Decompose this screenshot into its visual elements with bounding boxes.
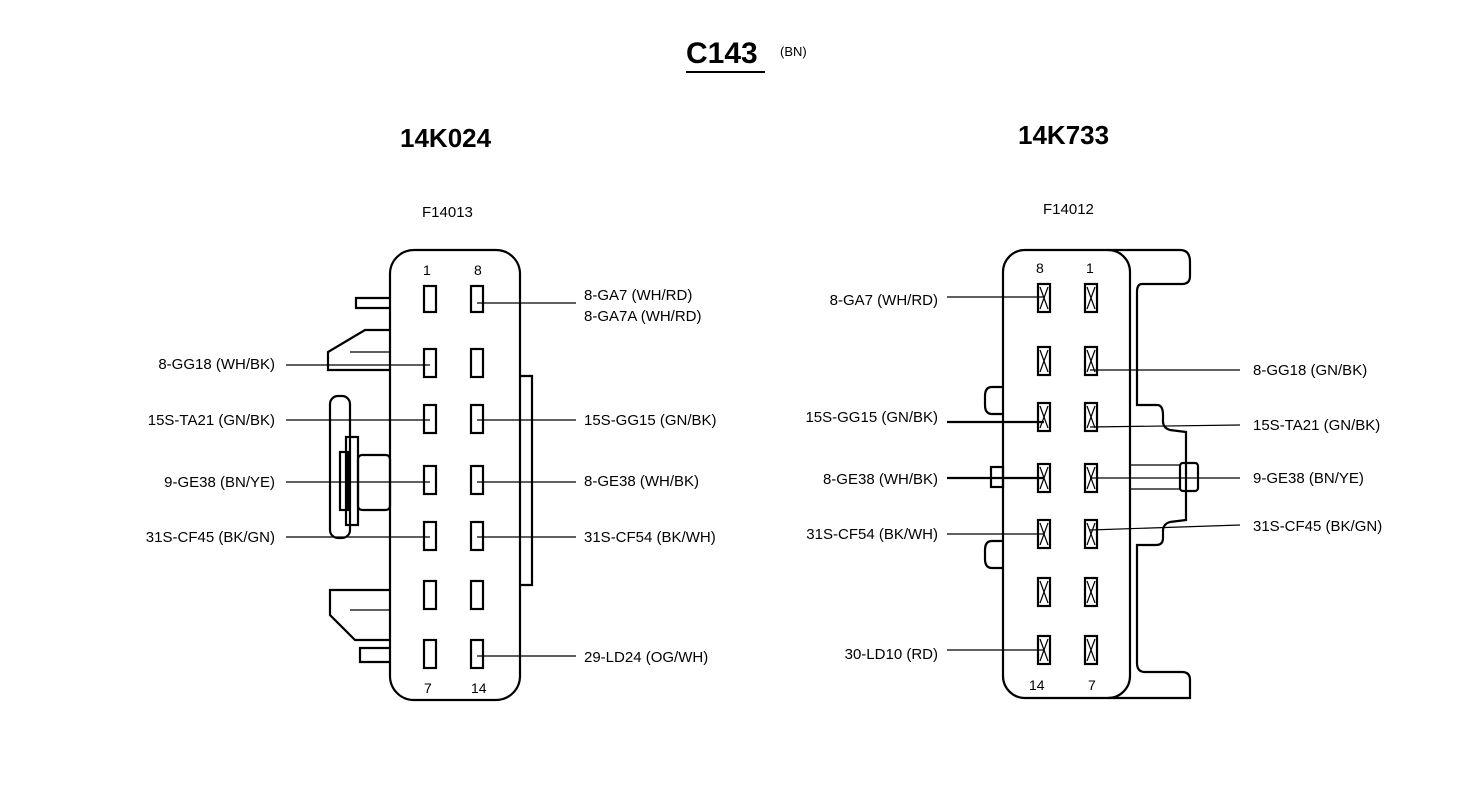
left-pin-label-8: 8 (474, 262, 482, 278)
wire-label: 15S-GG15 (GN/BK) (805, 409, 938, 426)
right-pin-label-7: 7 (1088, 677, 1096, 693)
leader-line (1089, 424, 1241, 428)
left-latch-top (354, 296, 390, 310)
left-rib (328, 394, 352, 540)
leader-line (1089, 524, 1241, 531)
wire-label: 9-GE38 (BN/YE) (164, 474, 275, 491)
left-pin-label-1: 1 (423, 262, 431, 278)
wire-label: 31S-CF54 (BK/WH) (584, 529, 716, 546)
left-connector-id: 14K024 (400, 123, 492, 153)
cavity (469, 347, 485, 379)
wire-label: 29-LD24 (OG/WH) (584, 649, 708, 666)
wire-label: 15S-TA21 (GN/BK) (148, 412, 275, 429)
cavity (469, 464, 485, 496)
left-part-number: F14013 (422, 204, 473, 221)
cavity (422, 464, 438, 496)
left-side-rail (520, 374, 534, 587)
left-pin-label-14: 14 (471, 680, 487, 696)
cavity (469, 403, 485, 435)
cavity (469, 520, 485, 552)
cavity (1083, 282, 1099, 314)
right-cavities (1036, 282, 1099, 666)
cavity (422, 347, 438, 379)
cavity (1036, 345, 1052, 377)
right-connector-id: 14K733 (1018, 120, 1109, 150)
wire-label: 31S-CF54 (BK/WH) (806, 526, 938, 543)
right-part-number: F14012 (1043, 201, 1094, 218)
cavity (422, 403, 438, 435)
left-bracket-lower (328, 588, 390, 642)
cavity (1083, 634, 1099, 666)
wire-label: 15S-GG15 (GN/BK) (584, 412, 717, 429)
left-connector: 14K024 F14013 1 8 7 14 (146, 123, 717, 702)
wire-label: 31S-CF45 (BK/GN) (146, 529, 275, 546)
cavity (1036, 576, 1052, 608)
wire-label: 8-GE38 (WH/BK) (823, 471, 938, 488)
left-cavities (422, 284, 485, 670)
cavity (1083, 401, 1099, 433)
wire-label: 9-GE38 (BN/YE) (1253, 470, 1364, 487)
wire-label: 8-GA7 (WH/RD) (584, 287, 692, 304)
wire-label: 8-GE38 (WH/BK) (584, 473, 699, 490)
cavity (469, 284, 485, 314)
wire-label: 31S-CF45 (BK/GN) (1253, 518, 1382, 535)
right-pin-label-8: 8 (1036, 260, 1044, 276)
cavity (1083, 576, 1099, 608)
cavity (422, 579, 438, 611)
right-housing (1001, 248, 1132, 700)
left-bracket-upper (326, 328, 390, 372)
cavity (1036, 401, 1052, 433)
wire-label: 15S-TA21 (GN/BK) (1253, 417, 1380, 434)
left-latch-bottom (358, 646, 390, 664)
wire-label: 30-LD10 (RD) (845, 646, 938, 663)
right-pin-label-14: 14 (1029, 677, 1045, 693)
cavity (422, 638, 438, 670)
wire-label: 8-GA7A (WH/RD) (584, 308, 702, 325)
right-shroud (1108, 248, 1192, 700)
right-pin-label-1: 1 (1086, 260, 1094, 276)
right-connector: 14K733 F14012 8 1 14 7 8-GA7 (WH/RD) (805, 120, 1382, 700)
diagram-title: C143 (686, 37, 758, 70)
wire-label: 8-GG18 (WH/BK) (158, 356, 275, 373)
wire-label: 8-GG18 (GN/BK) (1253, 362, 1367, 379)
wire-label: 8-GA7 (WH/RD) (830, 292, 938, 309)
cavity (1083, 518, 1099, 550)
cavity (422, 284, 438, 314)
left-housing (388, 248, 522, 702)
right-side-plug (1178, 461, 1200, 493)
cavity (1036, 282, 1052, 314)
cavity (1083, 345, 1099, 377)
right-bump-upper (983, 385, 1003, 416)
title-suffix: (BN) (780, 44, 807, 59)
cavity (422, 520, 438, 552)
left-pin-label-7: 7 (424, 680, 432, 696)
right-bump-lower (983, 539, 1003, 570)
cavity (469, 579, 485, 611)
cavity (469, 638, 485, 670)
